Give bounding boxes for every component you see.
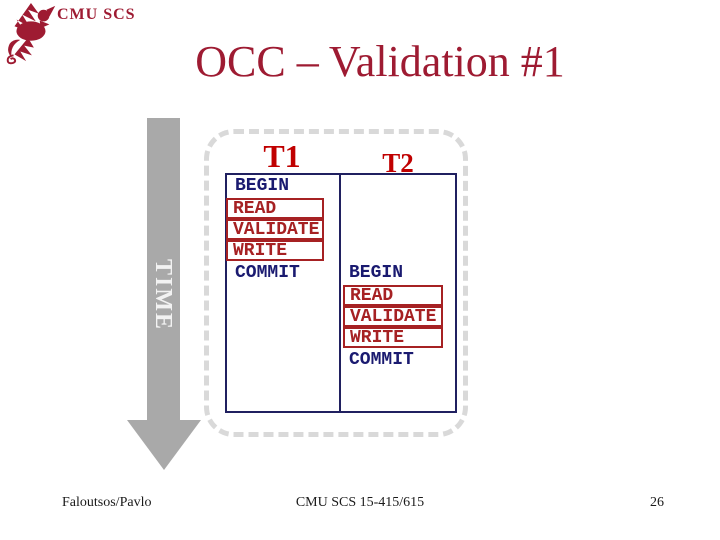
transaction-t1-header: T1: [263, 138, 301, 174]
t1-step-write: WRITE: [226, 240, 324, 261]
t2-step-validate: VALIDATE: [343, 306, 443, 327]
time-arrow-head: [127, 420, 201, 470]
cmu-scs-dragon-logo: [6, 3, 56, 65]
t1-step-read: READ: [226, 198, 324, 219]
time-arrow-shaft: [147, 118, 180, 420]
t2-step-begin: BEGIN: [349, 263, 404, 283]
t2-step-commit: COMMIT: [349, 350, 414, 370]
footer-page-number: 26: [650, 495, 664, 510]
t2-step-read: READ: [343, 285, 443, 306]
footer-authors: Faloutsos/Pavlo: [62, 495, 152, 510]
transaction-panel: [204, 129, 468, 437]
time-arrow-label: TIME: [150, 258, 176, 331]
t2-step-write: WRITE: [343, 327, 443, 348]
t1-step-commit: COMMIT: [235, 263, 300, 283]
t1-step-validate: VALIDATE: [226, 219, 324, 240]
footer-course: CMU SCS 15-415/615: [295, 495, 425, 510]
column-divider: [339, 175, 341, 411]
page-title: OCC – Validation #1: [195, 37, 565, 86]
transaction-timeline-table: BEGIN READ VALIDATE WRITE COMMIT BEGIN R…: [225, 173, 457, 413]
org-label: CMU SCS: [57, 6, 136, 23]
t1-step-begin: BEGIN: [235, 176, 290, 196]
